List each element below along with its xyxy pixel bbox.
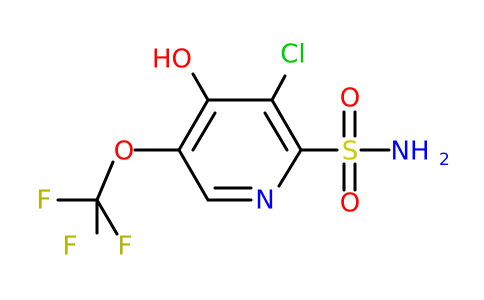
ether-oxygen-label: O bbox=[114, 137, 134, 167]
bond-o-cf3 bbox=[95, 160, 115, 202]
atom-labels: HO Cl S O O NH 2 N O F F F bbox=[37, 40, 450, 262]
bond-c4-c5-inner bbox=[191, 111, 217, 152]
ring-nitrogen-label: N bbox=[255, 186, 274, 216]
bond-c4-oh bbox=[191, 72, 210, 102]
sulfonyl-oxygen-top-label: O bbox=[340, 84, 360, 114]
hydroxyl-label: HO bbox=[152, 45, 192, 75]
bond-c2-n bbox=[277, 148, 303, 188]
bond-c3-c2-inner bbox=[263, 111, 289, 152]
ring-bonds bbox=[177, 98, 303, 202]
amine-label: NH bbox=[391, 137, 430, 167]
fluorine-right-label: F bbox=[118, 232, 133, 262]
bond-c4-c5 bbox=[177, 98, 210, 152]
amine-subscript: 2 bbox=[439, 150, 450, 170]
fluorine-bottom-label: F bbox=[63, 232, 78, 262]
chlorine-label: Cl bbox=[280, 40, 305, 70]
bond-c3-c2 bbox=[270, 98, 303, 152]
fluorine-left-label: F bbox=[37, 186, 52, 216]
bond-c5-c6 bbox=[177, 148, 210, 202]
sulfonyl-oxygen-bottom-label: O bbox=[340, 189, 360, 219]
bond-c3-cl bbox=[270, 74, 287, 102]
substituent-bonds bbox=[56, 72, 391, 236]
bond-c-f-right bbox=[95, 198, 119, 236]
sulfur-label: S bbox=[342, 137, 359, 167]
